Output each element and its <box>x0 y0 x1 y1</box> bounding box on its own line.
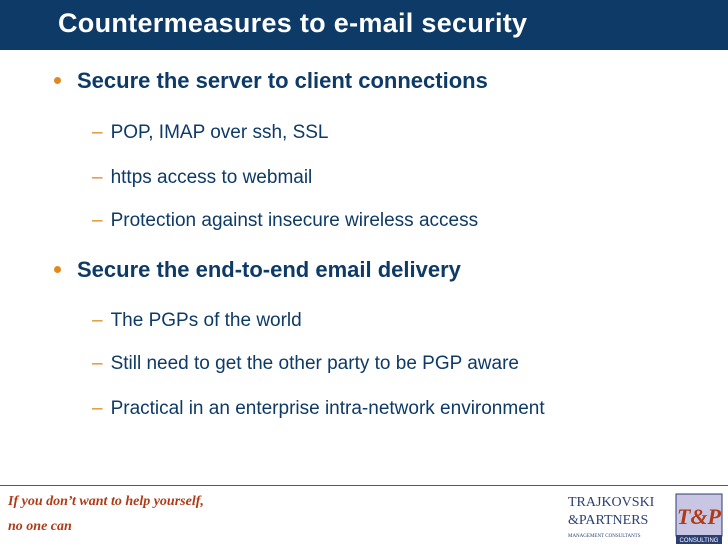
subitem-1-1: –POP, IMAP over ssh, SSL <box>92 122 328 144</box>
dash-icon: – <box>92 310 103 331</box>
subitem-label: https access to webmail <box>110 167 313 188</box>
footer-divider <box>0 485 728 486</box>
logo-line-2: &PARTNERS <box>568 513 648 528</box>
logo-monogram: T&P <box>677 504 722 529</box>
dash-icon: – <box>92 353 103 374</box>
logo-line-3: MANAGEMENT CONSULTANTS <box>568 534 641 539</box>
logo-badge: CONSULTING <box>680 538 719 544</box>
subitem-2-2: –Still need to get the other party to be… <box>92 353 519 375</box>
title-bar <box>0 0 728 50</box>
subitem-label: The PGPs of the world <box>110 310 302 331</box>
bullet-2-label: Secure the end-to-end email delivery <box>77 257 461 282</box>
motto-line-2: no one can <box>8 519 72 534</box>
bullet-dot-icon <box>54 77 61 84</box>
subitem-2-3: –Practical in an enterprise intra-networ… <box>92 398 545 420</box>
dash-icon: – <box>92 122 103 143</box>
subitem-label: Practical in an enterprise intra-network… <box>110 398 545 419</box>
dash-icon: – <box>92 398 103 419</box>
subitem-label: Still need to get the other party to be … <box>110 353 519 374</box>
subitem-label: POP, IMAP over ssh, SSL <box>110 122 329 143</box>
slide-title: Countermeasures to e-mail security <box>58 8 528 38</box>
subitem-1-3: –Protection against insecure wireless ac… <box>92 210 478 232</box>
dash-icon: – <box>92 210 103 231</box>
motto-line-1: If you don’t want to help yourself, <box>8 494 204 509</box>
subitem-1-2: –https access to webmail <box>92 167 312 189</box>
company-logo: TRAJKOVSKI &PARTNERS MANAGEMENT CONSULTA… <box>568 493 723 544</box>
bullet-1: Secure the server to client connections <box>54 68 488 94</box>
logo-line-1: TRAJKOVSKI <box>568 495 655 510</box>
logo-monogram-box <box>675 493 723 537</box>
subitem-2-1: –The PGPs of the world <box>92 310 302 332</box>
bullet-dot-icon <box>54 266 61 273</box>
subitem-label: Protection against insecure wireless acc… <box>110 210 479 231</box>
logo-badge-box <box>676 535 722 544</box>
bullet-2: Secure the end-to-end email delivery <box>54 257 461 283</box>
dash-icon: – <box>92 167 103 188</box>
bullet-1-label: Secure the server to client connections <box>77 68 488 93</box>
